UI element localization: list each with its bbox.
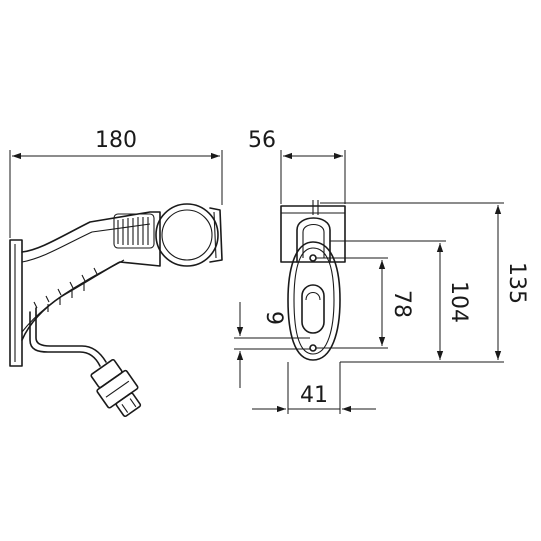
dim-side-width: 180 [9, 128, 223, 238]
side-view: 180 [9, 128, 223, 418]
dim-label-56: 56 [248, 128, 276, 153]
front-lens [287, 241, 341, 361]
front-arch [296, 200, 331, 263]
dim-label-104: 104 [446, 281, 471, 323]
dim-front-width: 56 [248, 128, 346, 204]
dim-label-41: 41 [300, 383, 328, 408]
dim-hole-spacing: 78 [316, 257, 414, 349]
dim-base-width: 41 [252, 362, 376, 414]
dim-label-9: 9 [261, 311, 286, 325]
mounting-plate [9, 239, 23, 367]
lamp-head [155, 203, 223, 267]
connector [90, 359, 142, 418]
lower-hole [309, 344, 317, 352]
dim-hole-offset: 9 [234, 302, 310, 388]
dim-total-height: 135 [320, 202, 529, 363]
upper-hole [309, 254, 317, 262]
front-view: 56 41 9 78 [234, 128, 529, 414]
dim-label-78: 78 [389, 290, 414, 318]
marker-arm [21, 211, 161, 341]
dim-label-135: 135 [504, 262, 529, 304]
cable [29, 307, 107, 367]
dim-label-180: 180 [95, 128, 137, 153]
